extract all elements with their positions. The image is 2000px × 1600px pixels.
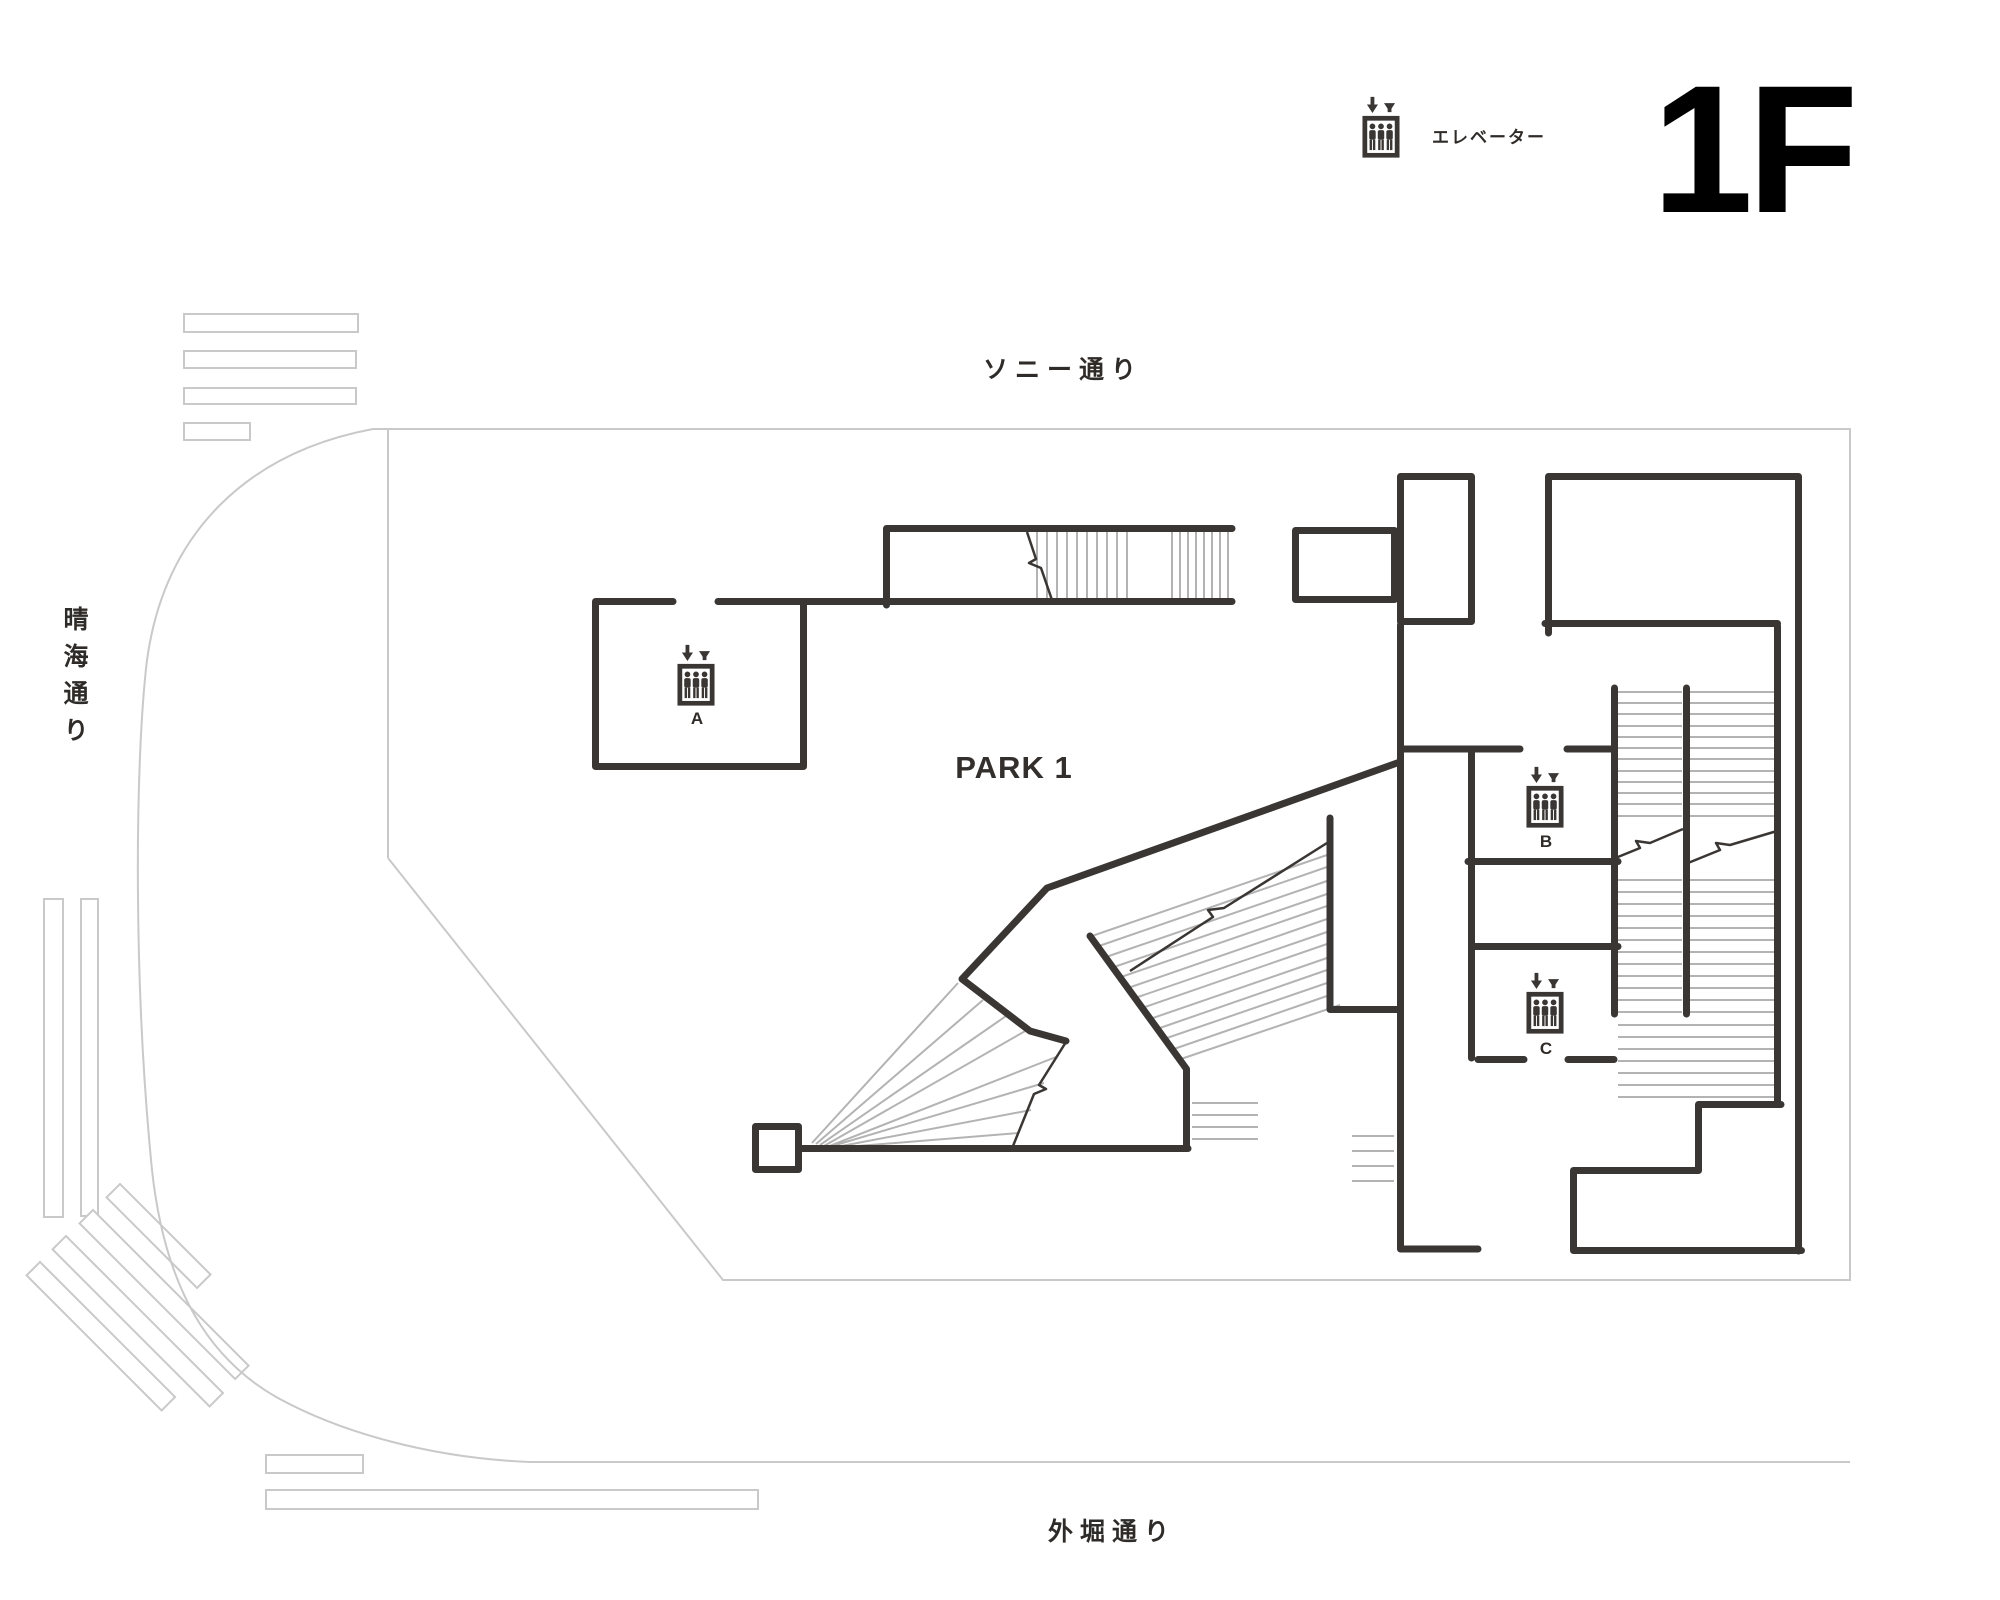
- legend-elevator-label: エレベーター: [1432, 128, 1546, 147]
- break-lines: [1011, 531, 1778, 1147]
- street-markings: [25, 313, 759, 1510]
- elevator-label-a: A: [690, 709, 704, 728]
- wall-spine: [1397, 621, 1482, 1253]
- street-island: [265, 1454, 364, 1474]
- street-label-left: 晴海通り: [60, 606, 88, 754]
- wall-big-block: [1545, 473, 1802, 1255]
- street-label-bottom: 外堀通り: [1047, 1518, 1177, 1546]
- wall-steps: [1570, 1101, 1805, 1254]
- walls: [592, 473, 1805, 1255]
- elevator-icon-legend: [1365, 97, 1397, 155]
- crosswalk-stripe: [183, 350, 357, 369]
- wall-park-diagonal: [958, 758, 1404, 1045]
- crosswalk-stripe: [43, 898, 64, 1218]
- street-label-top: ソニー通り: [982, 356, 1144, 384]
- wall-mid-landing: [1326, 814, 1401, 1013]
- crosswalk-stripe: [25, 1260, 177, 1412]
- elevator-label-b: B: [1539, 832, 1553, 851]
- wall-square-column: [752, 1123, 802, 1173]
- plan-boundary: [373, 428, 1851, 1281]
- elevator-icon-b: [1529, 767, 1561, 825]
- crosswalk-stripe: [183, 422, 251, 441]
- wall-small-box: [1292, 527, 1398, 603]
- street-curb-line: [136, 428, 1850, 1463]
- area-label-park1: PARK 1: [955, 750, 1073, 785]
- crosswalk-stripe: [51, 1234, 225, 1408]
- crosswalk-stripe: [80, 898, 99, 1217]
- wall-tall-block: [1397, 473, 1475, 625]
- wall-top-stair: [883, 525, 1236, 609]
- crosswalk-stripe: [105, 1182, 212, 1290]
- site-boundary: [136, 428, 1851, 1463]
- wall-fan-inner: [1086, 932, 1190, 1152]
- elevator-icon-c: [1529, 973, 1561, 1031]
- elevator-icon-a: [680, 645, 712, 703]
- crosswalk-stripe: [183, 387, 357, 405]
- street-island: [265, 1489, 759, 1510]
- wall-room-a: [592, 598, 807, 770]
- stair-treads: [811, 531, 1774, 1182]
- elevator-label-c: C: [1539, 1039, 1553, 1058]
- floor-title: 1F: [1652, 47, 1858, 251]
- crosswalk-stripe: [183, 313, 359, 333]
